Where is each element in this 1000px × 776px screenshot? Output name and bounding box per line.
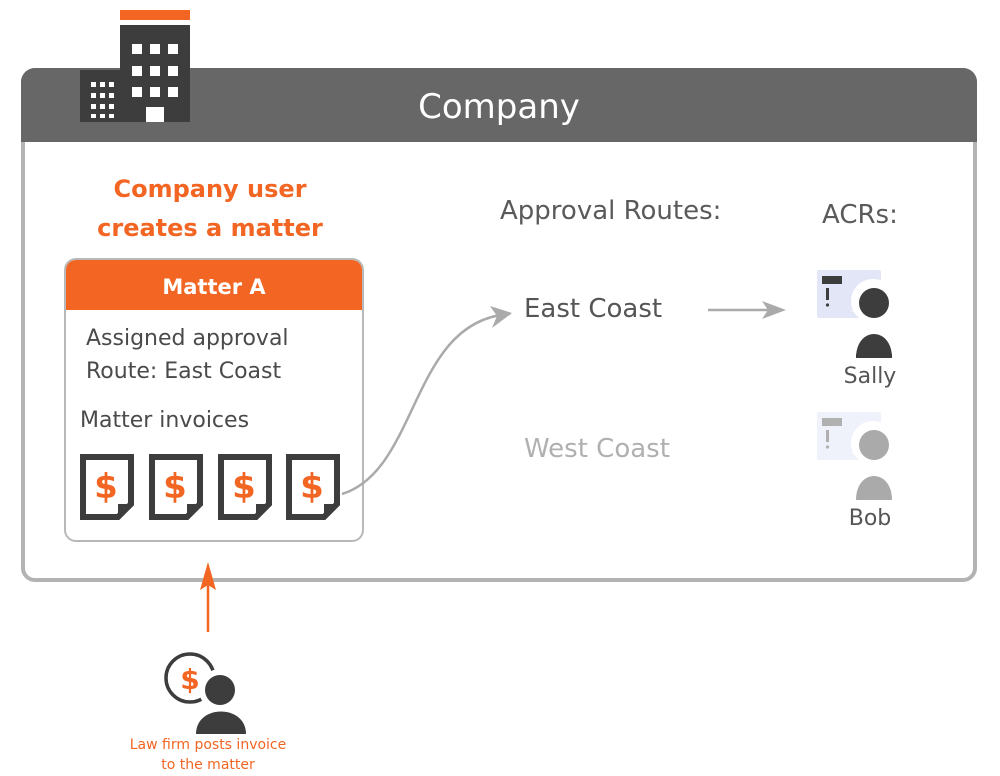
svg-text:$: $ (163, 467, 187, 507)
matter-card[interactable]: Matter A Assigned approval Route: East C… (64, 258, 364, 542)
creator-label-line2: creates a matter (97, 214, 323, 242)
matter-invoices-label: Matter invoices (80, 408, 250, 433)
matter-title: Matter A (66, 260, 362, 310)
matter-assigned-route: Assigned approval Route: East Coast (86, 322, 289, 388)
invoice-dollar-icon[interactable]: $ (80, 454, 134, 520)
creator-label-line1: Company user (113, 175, 307, 203)
creator-label: Company user creates a matter (70, 170, 350, 248)
matter-route-line2: Route: East Coast (86, 359, 282, 384)
acr-sally[interactable]: Sally (815, 268, 925, 389)
company-title: Company (418, 87, 580, 127)
user-notification-icon (817, 412, 895, 500)
acr-name-sally: Sally (843, 364, 897, 389)
svg-text:$: $ (94, 467, 118, 507)
acr-bob[interactable]: Bob (815, 410, 925, 531)
acr-name-bob: Bob (848, 506, 892, 531)
law-firm-caption-line2: to the matter (161, 757, 255, 773)
law-firm-caption: Law firm posts invoice to the matter (108, 735, 308, 775)
matter-route-line1: Assigned approval (86, 326, 289, 351)
invoice-dollar-icon[interactable]: $ (286, 454, 340, 520)
user-notification-icon (817, 270, 895, 358)
invoice-dollar-icon[interactable]: $ (149, 454, 203, 520)
approval-routes-heading: Approval Routes: (500, 196, 722, 226)
route-east-coast[interactable]: East Coast (524, 294, 663, 324)
user-dollar-icon: $ (164, 652, 246, 734)
svg-text:$: $ (300, 467, 324, 507)
law-firm-caption-line1: Law firm posts invoice (129, 737, 287, 753)
building-icon (80, 10, 190, 122)
svg-text:$: $ (232, 467, 256, 507)
svg-text:$: $ (180, 663, 199, 696)
invoice-dollar-icon[interactable]: $ (218, 454, 272, 520)
acrs-heading: ACRs: (822, 200, 898, 230)
route-west-coast[interactable]: West Coast (524, 434, 670, 464)
